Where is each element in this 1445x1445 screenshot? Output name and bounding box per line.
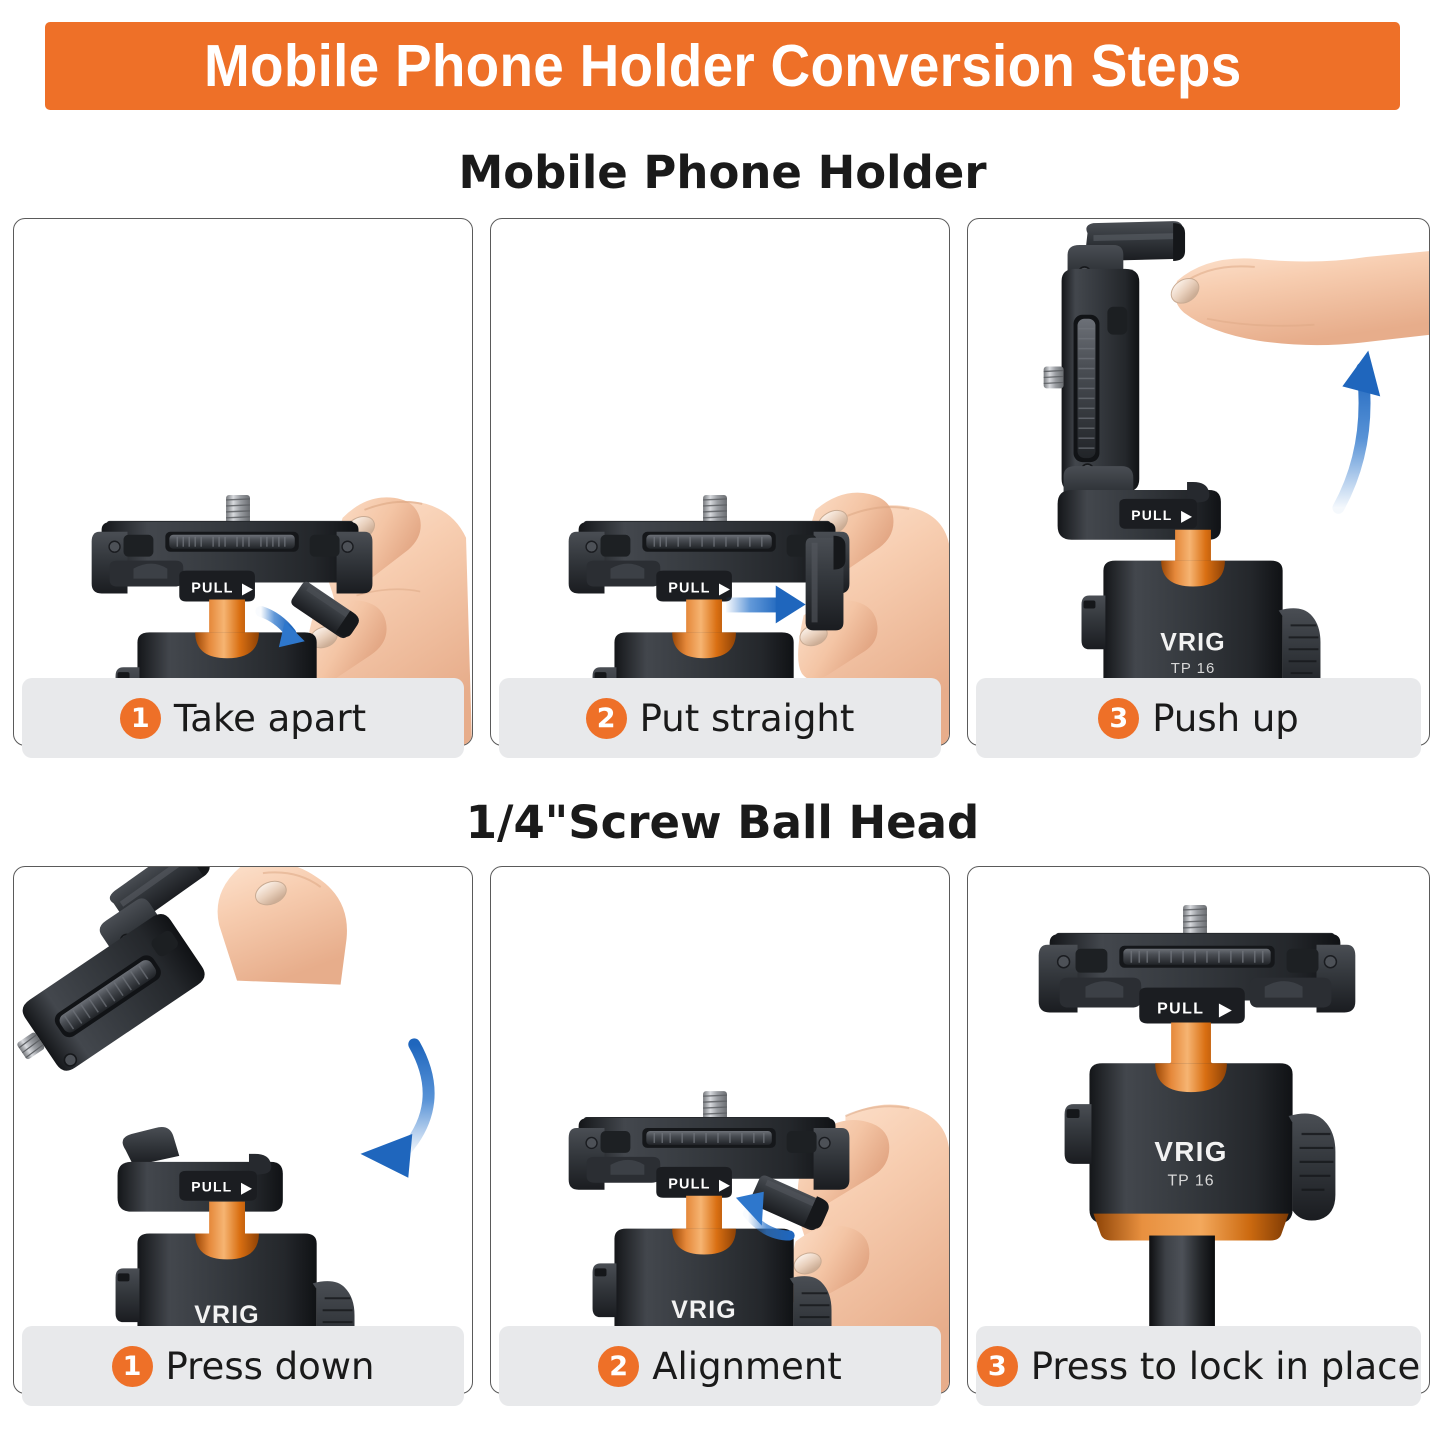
header-banner: Mobile Phone Holder Conversion Steps bbox=[45, 22, 1400, 110]
direction-arrow bbox=[255, 605, 305, 648]
screw-thread bbox=[226, 494, 250, 525]
illustration-take-apart: PULL bbox=[91, 494, 472, 745]
model-label: TP 16 bbox=[1171, 660, 1216, 677]
brand-label: VRIG bbox=[1160, 628, 1226, 656]
illustration-locked-in-place: PULL bbox=[1038, 904, 1356, 1393]
detached-jaw-arm bbox=[750, 1175, 829, 1231]
step-panel-5: PULL bbox=[490, 866, 950, 1394]
screw-thread bbox=[703, 494, 727, 525]
illustration-press-down: PULL bbox=[17, 867, 435, 1393]
pull-tab: PULL bbox=[656, 570, 732, 602]
phone-holder-tilted bbox=[17, 867, 210, 1071]
step-caption-4: 1 Press down bbox=[22, 1326, 464, 1406]
pull-arrow-icon bbox=[242, 583, 253, 596]
step-label: Alignment bbox=[652, 1344, 842, 1388]
step-panel-6: PULL bbox=[967, 866, 1430, 1394]
step-label: Press to lock in place bbox=[1030, 1344, 1421, 1388]
direction-arrow bbox=[1332, 350, 1381, 514]
model-label: TP 16 bbox=[1167, 1173, 1214, 1190]
pull-tab: PULL bbox=[179, 1170, 257, 1201]
pull-tab: PULL bbox=[656, 1166, 732, 1198]
pull-arrow-icon bbox=[719, 583, 730, 596]
step-number-badge: 2 bbox=[598, 1345, 640, 1387]
step-label: Take apart bbox=[173, 696, 367, 740]
detached-jaw-arm bbox=[291, 581, 359, 639]
step-caption-3: 3 Push up bbox=[976, 678, 1421, 758]
pull-tab: PULL bbox=[1119, 498, 1198, 529]
step-label: Press down bbox=[165, 1344, 375, 1388]
pull-label: PULL bbox=[668, 1177, 710, 1193]
step-number-badge: 2 bbox=[585, 697, 627, 739]
illustration-alignment: PULL bbox=[568, 1091, 949, 1393]
pull-arrow-icon bbox=[241, 1182, 252, 1195]
pull-label: PULL bbox=[1157, 1001, 1204, 1018]
step-caption-2: 2 Put straight bbox=[499, 678, 941, 758]
step-caption-6: 3 Press to lock in place bbox=[976, 1326, 1421, 1406]
step-panel-2: PULL bbox=[490, 218, 950, 746]
direction-arrow bbox=[725, 585, 806, 624]
pull-arrow-icon bbox=[1181, 510, 1193, 523]
hand-illustration bbox=[217, 867, 347, 985]
pull-arrow-icon bbox=[1218, 1003, 1232, 1018]
tension-knob bbox=[1288, 1113, 1336, 1221]
clamp-base-bar: PULL bbox=[117, 1127, 283, 1212]
step-number-badge: 3 bbox=[976, 1345, 1018, 1387]
hand-illustration bbox=[1170, 251, 1429, 346]
illustration-put-straight: PULL bbox=[568, 492, 949, 745]
pull-tab: PULL bbox=[179, 570, 255, 602]
step-panel-3: PULL bbox=[967, 218, 1430, 746]
brand-label: VRIG bbox=[194, 1301, 260, 1329]
direction-arrow bbox=[360, 1038, 435, 1178]
illustration-push-up: PULL bbox=[1043, 221, 1429, 745]
step-label: Push up bbox=[1152, 696, 1299, 740]
pull-label: PULL bbox=[191, 581, 233, 597]
step-label: Put straight bbox=[639, 696, 855, 740]
step-caption-5: 2 Alignment bbox=[499, 1326, 941, 1406]
detached-jaw-arm bbox=[805, 535, 846, 631]
section-title-screw-ball-head: 1/4"Screw Ball Head bbox=[465, 796, 980, 849]
step-number-badge: 1 bbox=[111, 1345, 153, 1387]
pull-label: PULL bbox=[191, 1179, 232, 1195]
screw-thread bbox=[703, 1091, 727, 1122]
pull-arrow-icon bbox=[719, 1179, 730, 1192]
quick-release-clamp: PULL bbox=[568, 494, 850, 631]
quick-release-clamp: PULL bbox=[1038, 904, 1356, 1024]
step-number-badge: 3 bbox=[1098, 697, 1140, 739]
screw-thread bbox=[1043, 366, 1064, 389]
page-title: Mobile Phone Holder Conversion Steps bbox=[203, 33, 1242, 99]
section-title-mobile-phone-holder: Mobile Phone Holder bbox=[458, 146, 987, 199]
screw-thread bbox=[17, 1032, 45, 1060]
pull-tab: PULL bbox=[1139, 987, 1245, 1024]
step-number-badge: 1 bbox=[119, 697, 161, 739]
step-caption-1: 1 Take apart bbox=[22, 678, 464, 758]
screw-thread bbox=[1183, 904, 1207, 937]
pull-label: PULL bbox=[668, 581, 710, 597]
step-panel-1: PULL bbox=[13, 218, 473, 746]
direction-arrow bbox=[735, 1191, 795, 1241]
quick-release-clamp: PULL bbox=[91, 494, 373, 639]
step-panel-4: PULL bbox=[13, 866, 473, 1394]
pull-label: PULL bbox=[1131, 507, 1172, 523]
brand-label: VRIG bbox=[671, 1296, 737, 1324]
quick-release-clamp: PULL bbox=[568, 1091, 850, 1231]
brand-label: VRIG bbox=[1154, 1136, 1227, 1167]
phone-holder-vertical: PULL bbox=[1043, 221, 1221, 540]
